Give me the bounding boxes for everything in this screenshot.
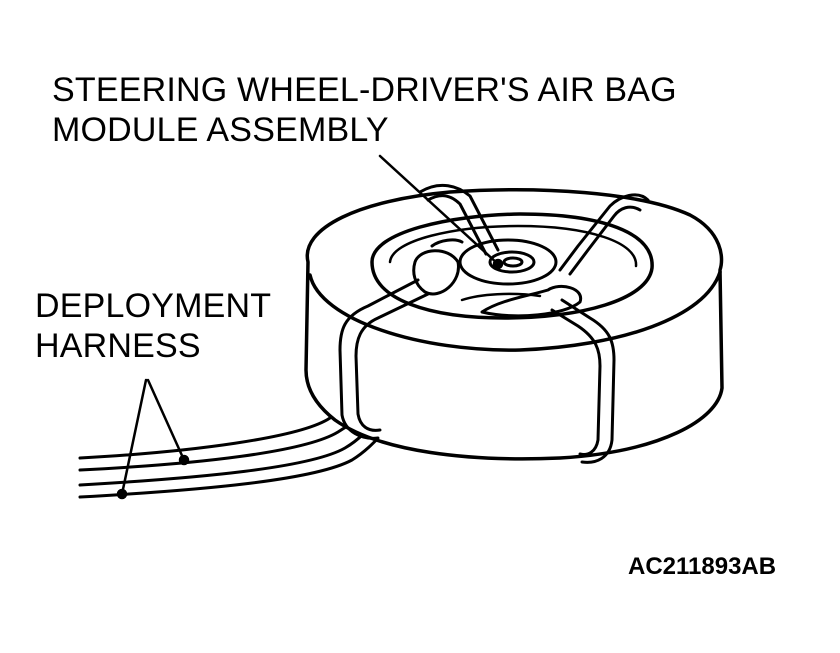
band-back-right-inner [568,205,642,276]
harness-leader-line-2 [146,378,186,462]
hub-arrow-mark [460,292,542,302]
band-front-right-outer [560,298,616,464]
harness-label-line-2: HARNESS [35,327,201,365]
wheel-inner-ring [388,224,638,268]
module-leader-line [378,154,500,266]
harness-leader-line-1 [120,378,148,496]
binding-bands [338,183,650,464]
hub-clip-right [480,285,583,318]
band-back-left-outer [418,183,500,252]
hub-center [502,256,524,268]
band-front-left-inner [354,292,430,432]
hub-tab-left [430,238,464,248]
band-back-left-inner [426,194,488,256]
harness-leader-dot-2 [178,454,190,466]
hub-outer [458,238,558,286]
leader-lines [116,154,504,500]
wheel-face-edge [308,270,722,352]
harness-leader-dot-1 [116,488,128,500]
harness-label-line-1: DEPLOYMENT [35,287,272,325]
deployment-harness-label: DEPLOYMENT HARNESS [35,286,271,366]
hub-connector [412,249,460,296]
air-bag-module-hub [412,238,583,318]
band-front-left-outer [338,278,420,440]
figure-code: AC211893AB [628,553,777,580]
module-label-line-2: MODULE ASSEMBLY [52,111,389,149]
module-leader-dot [492,258,504,270]
module-assembly-label: STEERING WHEEL-DRIVER'S AIR BAG MODULE A… [52,70,677,150]
hub-middle [488,250,536,274]
module-label-line-1: STEERING WHEEL-DRIVER'S AIR BAG [52,71,677,109]
band-front-right-inner [550,308,602,456]
band-back-right-outer [558,193,650,272]
harness-wire-4 [78,428,388,499]
